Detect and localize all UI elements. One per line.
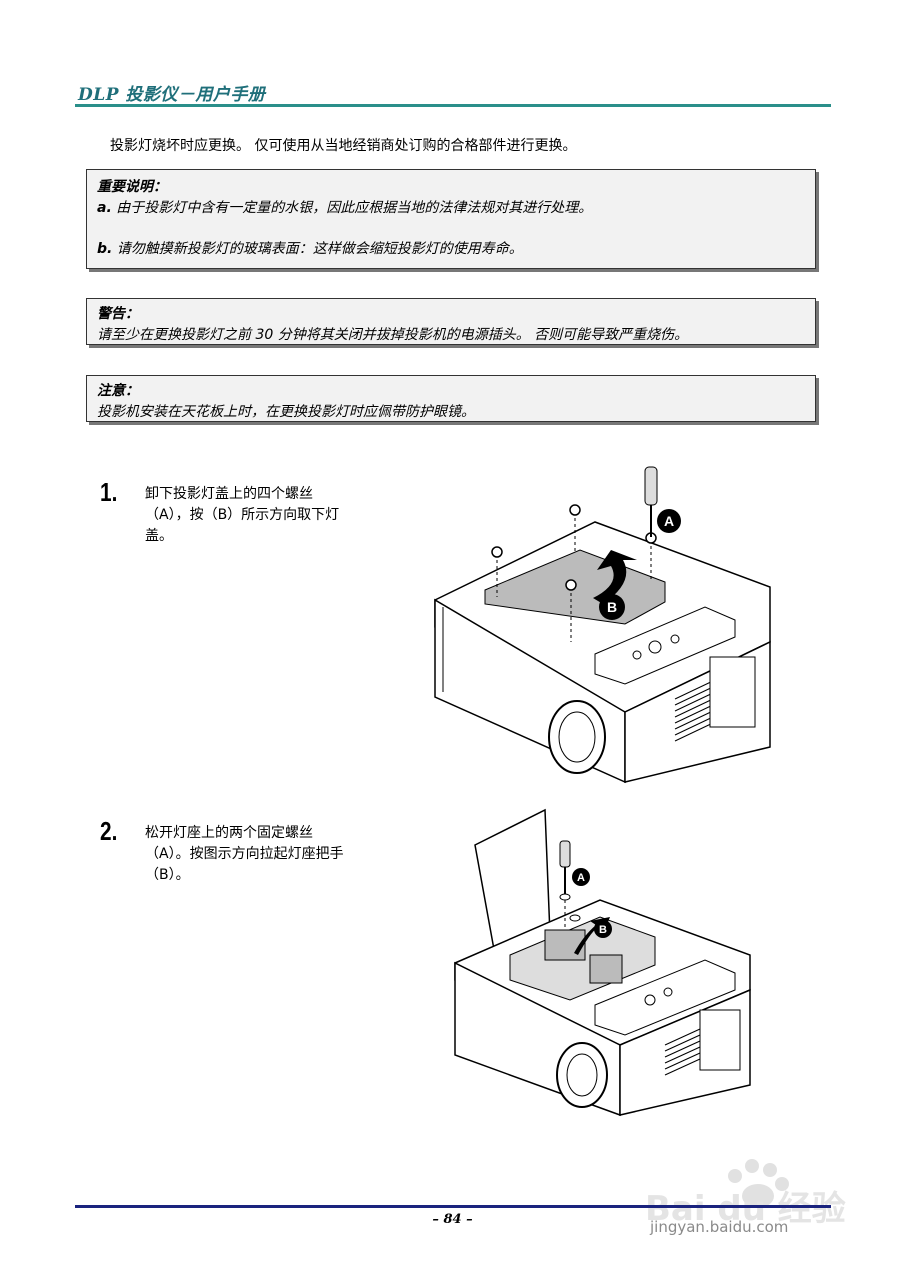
control-panel-2 [594, 959, 736, 1036]
screwdriver-icon-2 [559, 840, 571, 868]
warning-text: 请至少在更换投影灯之前 30 分钟将其关闭并拔掉投影机的电源插头。 否则可能导致… [97, 327, 689, 343]
lens [548, 700, 606, 774]
step-1-number: 1. [100, 477, 118, 507]
step-1-line-3: 盖。 [145, 528, 173, 544]
step-1-illustration: A B [434, 466, 771, 784]
callout-a-circle-2 [572, 868, 590, 886]
lamp-module [544, 929, 586, 961]
screwdriver-icon [644, 466, 658, 506]
item-a-label: a. [97, 200, 112, 216]
warning-notice-box: 警告： 请至少在更换投影灯之前 30 分钟将其关闭并拔掉投影机的电源插头。 否则… [86, 298, 816, 345]
caution-notice-box: 注意： 投影机安装在天花板上时，在更换投影灯时应佩带防护眼镜。 [86, 375, 816, 422]
callout-b-circle-2 [594, 920, 612, 938]
step-2-line-2: （A）。按图示方向拉起灯座把手 [145, 846, 344, 862]
step-2-illustration: A B [454, 808, 751, 1117]
side-vents-2 [664, 1028, 701, 1076]
caution-heading: 注意： [97, 383, 139, 399]
watermark-url: jingyan.baidu.com [650, 1218, 789, 1236]
lens-2 [556, 1042, 608, 1108]
io-panel [709, 656, 756, 728]
callout-b-circle [599, 594, 625, 620]
item-b-text: 请勿触摸新投影灯的玻璃表面：这样做会缩短投影灯的使用寿命。 [116, 241, 523, 257]
callout-a-label: A [664, 513, 674, 529]
footer-divider [75, 1205, 831, 1208]
callout-a-circle [657, 509, 681, 533]
document-title: DLP 投影仪－用户手册 [78, 85, 266, 105]
item-b-label: b. [97, 241, 113, 257]
watermark-brand: Bai du 经验 [645, 1189, 846, 1229]
important-notice-box: 重要说明： a. 由于投影灯中含有一定量的水银，因此应根据当地的法律法规对其进行… [86, 169, 816, 269]
important-item-a: a. 由于投影灯中含有一定量的水银，因此应根据当地的法律法规对其进行处理。 [97, 197, 805, 217]
page-number: – 84 – [432, 1212, 473, 1227]
header-divider [75, 104, 831, 107]
io-panel-2 [699, 1009, 741, 1071]
step-2-number: 2. [100, 816, 118, 846]
step-2-line-1: 松开灯座上的两个固定螺丝 [145, 825, 313, 841]
callout-b-label: B [607, 599, 617, 615]
step-1-line-1: 卸下投影灯盖上的四个螺丝 [145, 486, 313, 502]
lift-arrow-icon [593, 550, 637, 604]
step-1-text: 卸下投影灯盖上的四个螺丝 （A），按（B）所示方向取下灯 盖。 [145, 484, 395, 547]
step-2-text: 松开灯座上的两个固定螺丝 （A）。按图示方向拉起灯座把手 （B）。 [145, 823, 395, 886]
side-vents [674, 679, 716, 742]
callout-b-label-2: B [599, 924, 607, 936]
warning-heading: 警告： [97, 306, 139, 322]
important-item-b: b. 请勿触摸新投影灯的玻璃表面：这样做会缩短投影灯的使用寿命。 [97, 238, 805, 258]
baidu-watermark-logo: Bai du 经验 [645, 1159, 846, 1229]
step-1-line-2: （A），按（B）所示方向取下灯 [145, 507, 340, 523]
screw-icons [491, 504, 657, 591]
control-panel [594, 606, 736, 685]
step-2-line-3: （B）。 [145, 867, 190, 883]
caution-text: 投影机安装在天花板上时，在更换投影灯时应佩带防护眼镜。 [97, 404, 475, 420]
important-heading: 重要说明： [97, 179, 167, 195]
item-a-text: 由于投影灯中含有一定量的水银，因此应根据当地的法律法规对其进行处理。 [116, 200, 593, 216]
callout-a-label-2: A [577, 872, 585, 884]
intro-text: 投影灯烧坏时应更换。 仅可使用从当地经销商处订购的合格部件进行更换。 [110, 138, 577, 154]
